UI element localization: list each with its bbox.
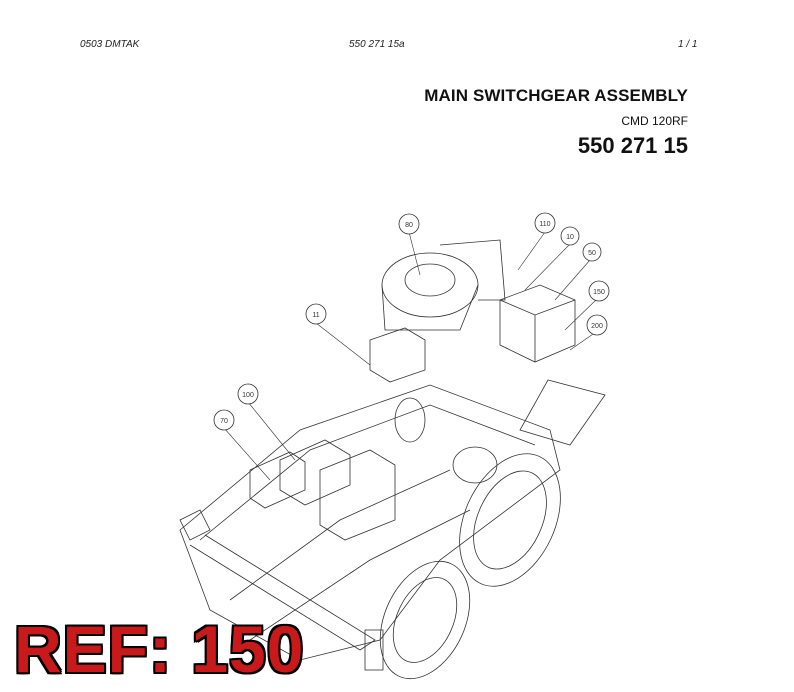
page-title: MAIN SWITCHGEAR ASSEMBLY	[424, 86, 688, 105]
callout-50: 50	[582, 242, 602, 262]
switch-box	[499, 284, 576, 363]
assembly-number: 550 271 15	[577, 133, 688, 158]
callout-10: 10	[560, 226, 580, 246]
svg-text:10: 10	[566, 234, 574, 241]
header-page-count: 1 / 1	[678, 39, 698, 50]
exploded-assembly-drawing: 80 110 10 50 150 200 11 100 70	[179, 212, 610, 680]
callout-110: 110	[534, 212, 556, 234]
callout-70: 70	[213, 409, 235, 431]
wheel-left	[379, 560, 471, 680]
callout-80: 80	[398, 213, 420, 235]
callout-100: 100	[237, 383, 259, 405]
svg-text:50: 50	[588, 250, 596, 257]
svg-text:11: 11	[312, 312, 319, 319]
svg-text:110: 110	[539, 221, 550, 228]
svg-text:70: 70	[220, 418, 228, 425]
callout-200: 200	[586, 314, 608, 336]
header-part-number: 550 271 15a	[349, 39, 405, 50]
svg-text:200: 200	[591, 323, 603, 330]
callout-150: 150	[588, 280, 610, 302]
model-label: CMD 120RF	[621, 114, 688, 128]
svg-text:150: 150	[593, 289, 605, 296]
chassis-frame	[179, 384, 561, 661]
reference-label: REF: 150	[14, 612, 305, 686]
wheel-right	[459, 453, 561, 587]
svg-text:100: 100	[242, 392, 254, 399]
fan-housing	[381, 252, 479, 318]
callout-11: 11	[305, 303, 327, 325]
svg-text:80: 80	[405, 222, 413, 229]
header-doc-code: 0503 DMTAK	[80, 39, 140, 50]
step-grate	[519, 379, 606, 446]
